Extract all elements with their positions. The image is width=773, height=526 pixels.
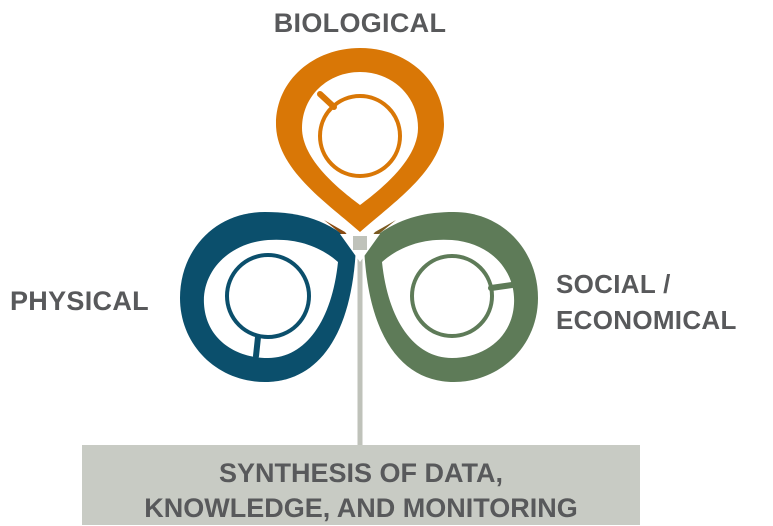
synthesis-text: SYNTHESIS OF DATA, KNOWLEDGE, AND MONITO… (82, 456, 640, 526)
synthesis-line1: SYNTHESIS OF DATA, (218, 458, 503, 488)
synthesis-line2: KNOWLEDGE, AND MONITORING (144, 493, 578, 523)
synthesis-box: SYNTHESIS OF DATA, KNOWLEDGE, AND MONITO… (82, 445, 640, 525)
physical-lobe (180, 212, 356, 382)
social-economical-label: SOCIAL / ECONOMICAL (556, 266, 737, 338)
magnifier-icon (410, 254, 515, 338)
center-node (353, 236, 367, 250)
biological-lobe (276, 48, 444, 232)
physical-label: PHYSICAL (10, 286, 149, 316)
social-lobe (364, 212, 538, 382)
magnifier-icon (317, 91, 402, 178)
social-label-line1: SOCIAL / (556, 269, 671, 299)
social-label-line2: ECONOMICAL (556, 305, 737, 335)
biological-label: BIOLOGICAL (273, 8, 447, 38)
magnifier-icon (225, 253, 311, 359)
